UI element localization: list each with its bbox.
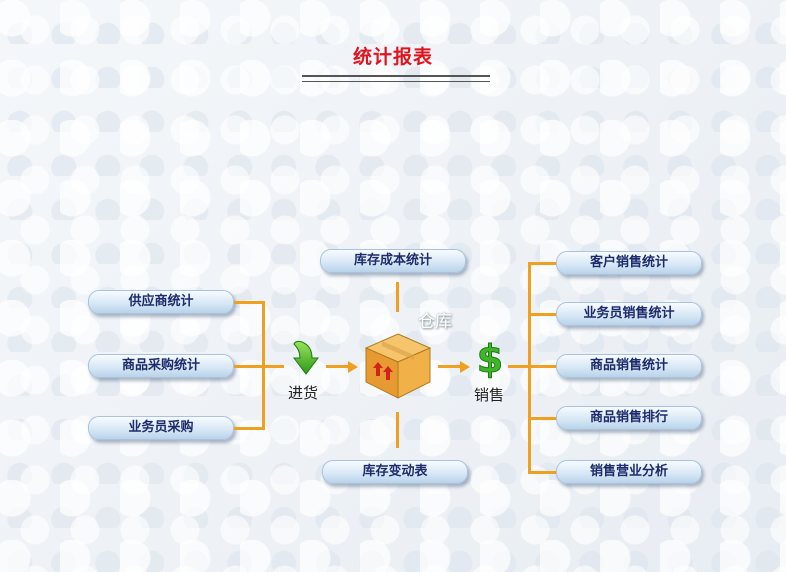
connector-line xyxy=(528,471,556,474)
customer-sales-stats-button[interactable]: 客户销售统计 xyxy=(556,251,702,275)
connector-line xyxy=(528,417,556,420)
product-sales-ranking-button[interactable]: 商品销售排行 xyxy=(556,406,702,430)
arrow-head xyxy=(348,361,358,373)
connector-line xyxy=(234,365,264,368)
connector-line xyxy=(396,282,399,312)
connector-line xyxy=(326,365,350,368)
title-underline xyxy=(302,75,490,82)
cardboard-box-icon xyxy=(364,333,432,399)
green-down-arrow-icon xyxy=(293,340,319,375)
svg-text:$: $ xyxy=(477,337,503,381)
inventory-change-report-button[interactable]: 库存变动表 xyxy=(322,460,468,484)
dollar-sign-icon: $ xyxy=(476,337,503,382)
sales-business-analysis-button[interactable]: 销售营业分析 xyxy=(556,460,702,484)
connector-line xyxy=(528,262,531,474)
inventory-cost-stats-button[interactable]: 库存成本统计 xyxy=(320,249,466,273)
supplier-stats-button[interactable]: 供应商统计 xyxy=(88,290,234,314)
connector-line xyxy=(528,365,556,368)
purchase-label: 进货 xyxy=(288,384,319,402)
page-title: 统计报表 xyxy=(352,46,433,68)
warehouse-label: 仓库 xyxy=(418,312,452,332)
connector-line xyxy=(396,412,399,448)
arrow-head xyxy=(460,361,470,373)
connector-line xyxy=(234,301,264,304)
connector-line xyxy=(262,365,284,368)
connector-line xyxy=(528,313,556,316)
connector-line xyxy=(528,262,556,265)
connector-line xyxy=(234,427,264,430)
connector-line xyxy=(508,365,530,368)
connector-line xyxy=(438,365,462,368)
salesperson-purchase-button[interactable]: 业务员采购 xyxy=(88,416,234,440)
product-sales-stats-button[interactable]: 商品销售统计 xyxy=(556,354,702,378)
salesperson-sales-stats-button[interactable]: 业务员销售统计 xyxy=(556,302,702,326)
sales-label: 销售 xyxy=(474,386,505,404)
product-purchase-stats-button[interactable]: 商品采购统计 xyxy=(88,354,234,378)
